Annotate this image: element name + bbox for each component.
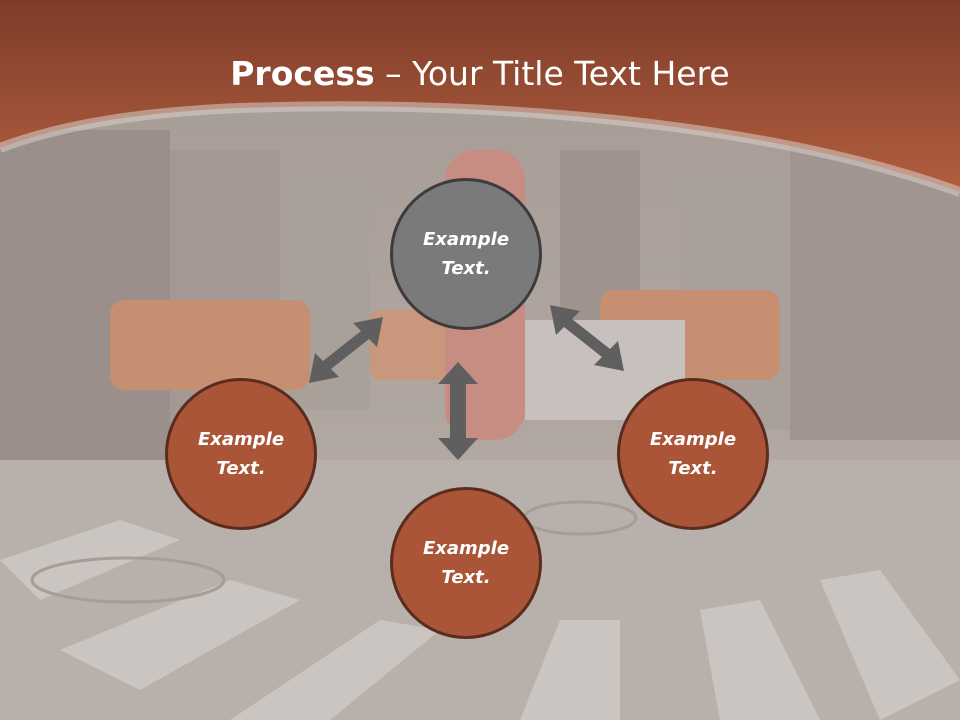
node-right-line2: Text. [668, 458, 718, 479]
node-bottom-line1: Example [422, 538, 510, 559]
node-center-line2: Text. [441, 258, 491, 279]
arrow-center-bottom [438, 362, 478, 460]
slide-title: Process – Your Title Text Here [0, 52, 960, 96]
process-node-bottom[interactable]: Example Text. [390, 487, 542, 639]
process-node-center[interactable]: Example Text. [390, 178, 542, 330]
node-bottom-line2: Text. [441, 567, 491, 588]
process-node-right[interactable]: Example Text. [617, 378, 769, 530]
arrow-center-right [550, 305, 624, 371]
arrow-center-left [309, 317, 383, 383]
node-left-line1: Example [197, 429, 285, 450]
title-bold: Process [230, 54, 375, 93]
node-left-line2: Text. [216, 458, 266, 479]
process-node-left[interactable]: Example Text. [165, 378, 317, 530]
node-right-line1: Example [649, 429, 737, 450]
title-rest: – Your Title Text Here [374, 54, 730, 93]
node-center-line1: Example [422, 229, 510, 250]
